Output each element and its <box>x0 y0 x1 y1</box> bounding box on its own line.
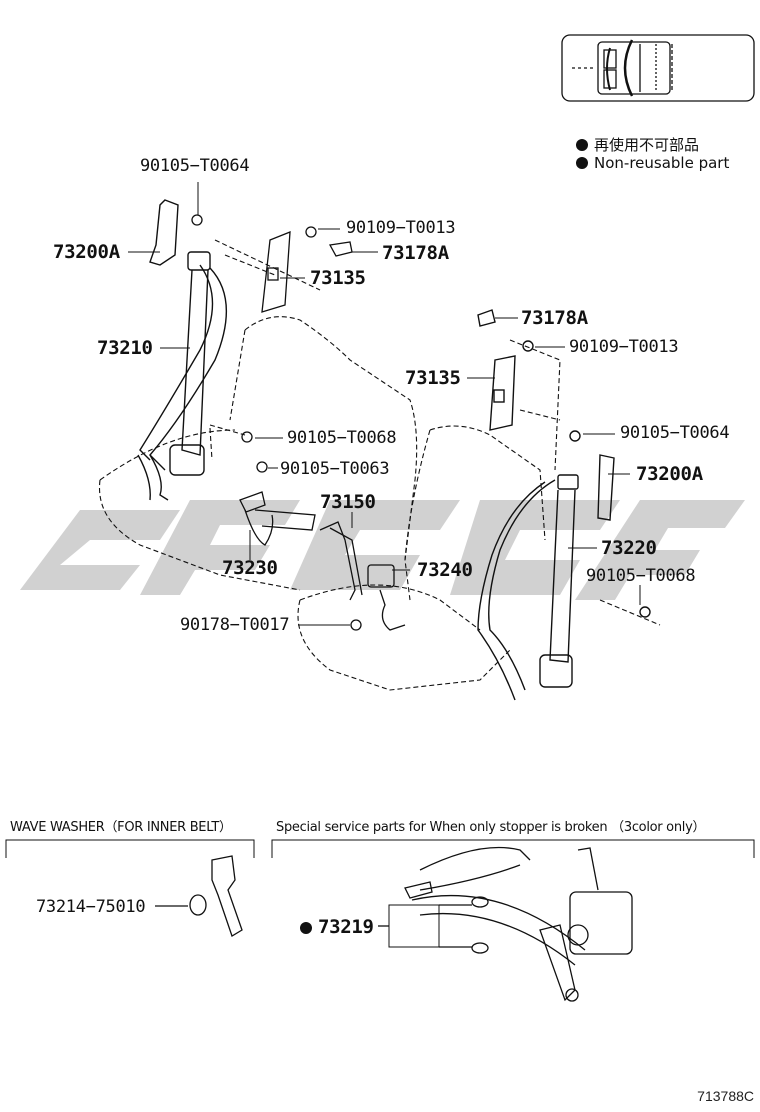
part-label[interactable]: 90105−T0068 <box>287 428 397 448</box>
part-label[interactable]: 73200A <box>636 463 703 485</box>
non-reusable-dot-icon <box>576 139 588 151</box>
part-label[interactable]: 73135 <box>405 367 461 389</box>
leader-lines <box>128 182 641 626</box>
part-label[interactable]: 73178A <box>382 242 449 264</box>
watermark-logo <box>20 500 745 600</box>
part-label[interactable]: 90105−T0068 <box>586 566 696 586</box>
special-service-title: Special service parts for When only stop… <box>276 820 706 835</box>
part-label[interactable]: 90109−T0013 <box>346 218 456 238</box>
part-label[interactable]: 73150 <box>320 491 376 513</box>
part-label[interactable]: 90105−T0063 <box>280 459 390 479</box>
part-label[interactable]: 90109−T0013 <box>569 337 679 357</box>
part-label[interactable]: 90178−T0017 <box>180 615 290 635</box>
legend-en: Non-reusable part <box>576 154 729 172</box>
wave-washer-title: WAVE WASHER（FOR INNER BELT） <box>10 820 232 835</box>
part-label[interactable]: 73220 <box>601 537 657 559</box>
part-label[interactable]: 73200A <box>53 241 120 263</box>
vehicle-locator-icon <box>561 34 755 102</box>
legend-jp: 再使用不可部品 <box>576 134 699 155</box>
part-label[interactable]: 90105−T0064 <box>620 423 730 443</box>
stopper-drawing <box>378 846 633 1002</box>
part-label[interactable]: 73210 <box>97 337 153 359</box>
part-label[interactable]: 73214−75010 <box>36 897 146 917</box>
part-label[interactable]: 73135 <box>310 267 366 289</box>
special-part-label[interactable]: 73219 <box>300 918 374 937</box>
part-label[interactable]: 73178A <box>521 307 588 329</box>
left-belt-assembly <box>137 199 228 501</box>
part-label[interactable]: 90105−T0064 <box>140 156 250 176</box>
bottom-section-frames <box>5 839 755 858</box>
figure-id: 713788C <box>697 1088 754 1104</box>
right-belt-assembly <box>477 309 651 701</box>
legend-jp-text: 再使用不可部品 <box>594 136 700 154</box>
center-buckle-assembly <box>239 491 406 631</box>
part-label[interactable]: 73240 <box>417 559 473 581</box>
special-part-number: 73219 <box>318 916 374 938</box>
wave-washer-drawing <box>155 855 243 937</box>
legend-en-text: Non-reusable part <box>594 154 730 172</box>
non-reusable-dot-icon <box>576 157 588 169</box>
part-label[interactable]: 73230 <box>222 557 278 579</box>
non-reusable-dot-icon <box>300 922 312 934</box>
